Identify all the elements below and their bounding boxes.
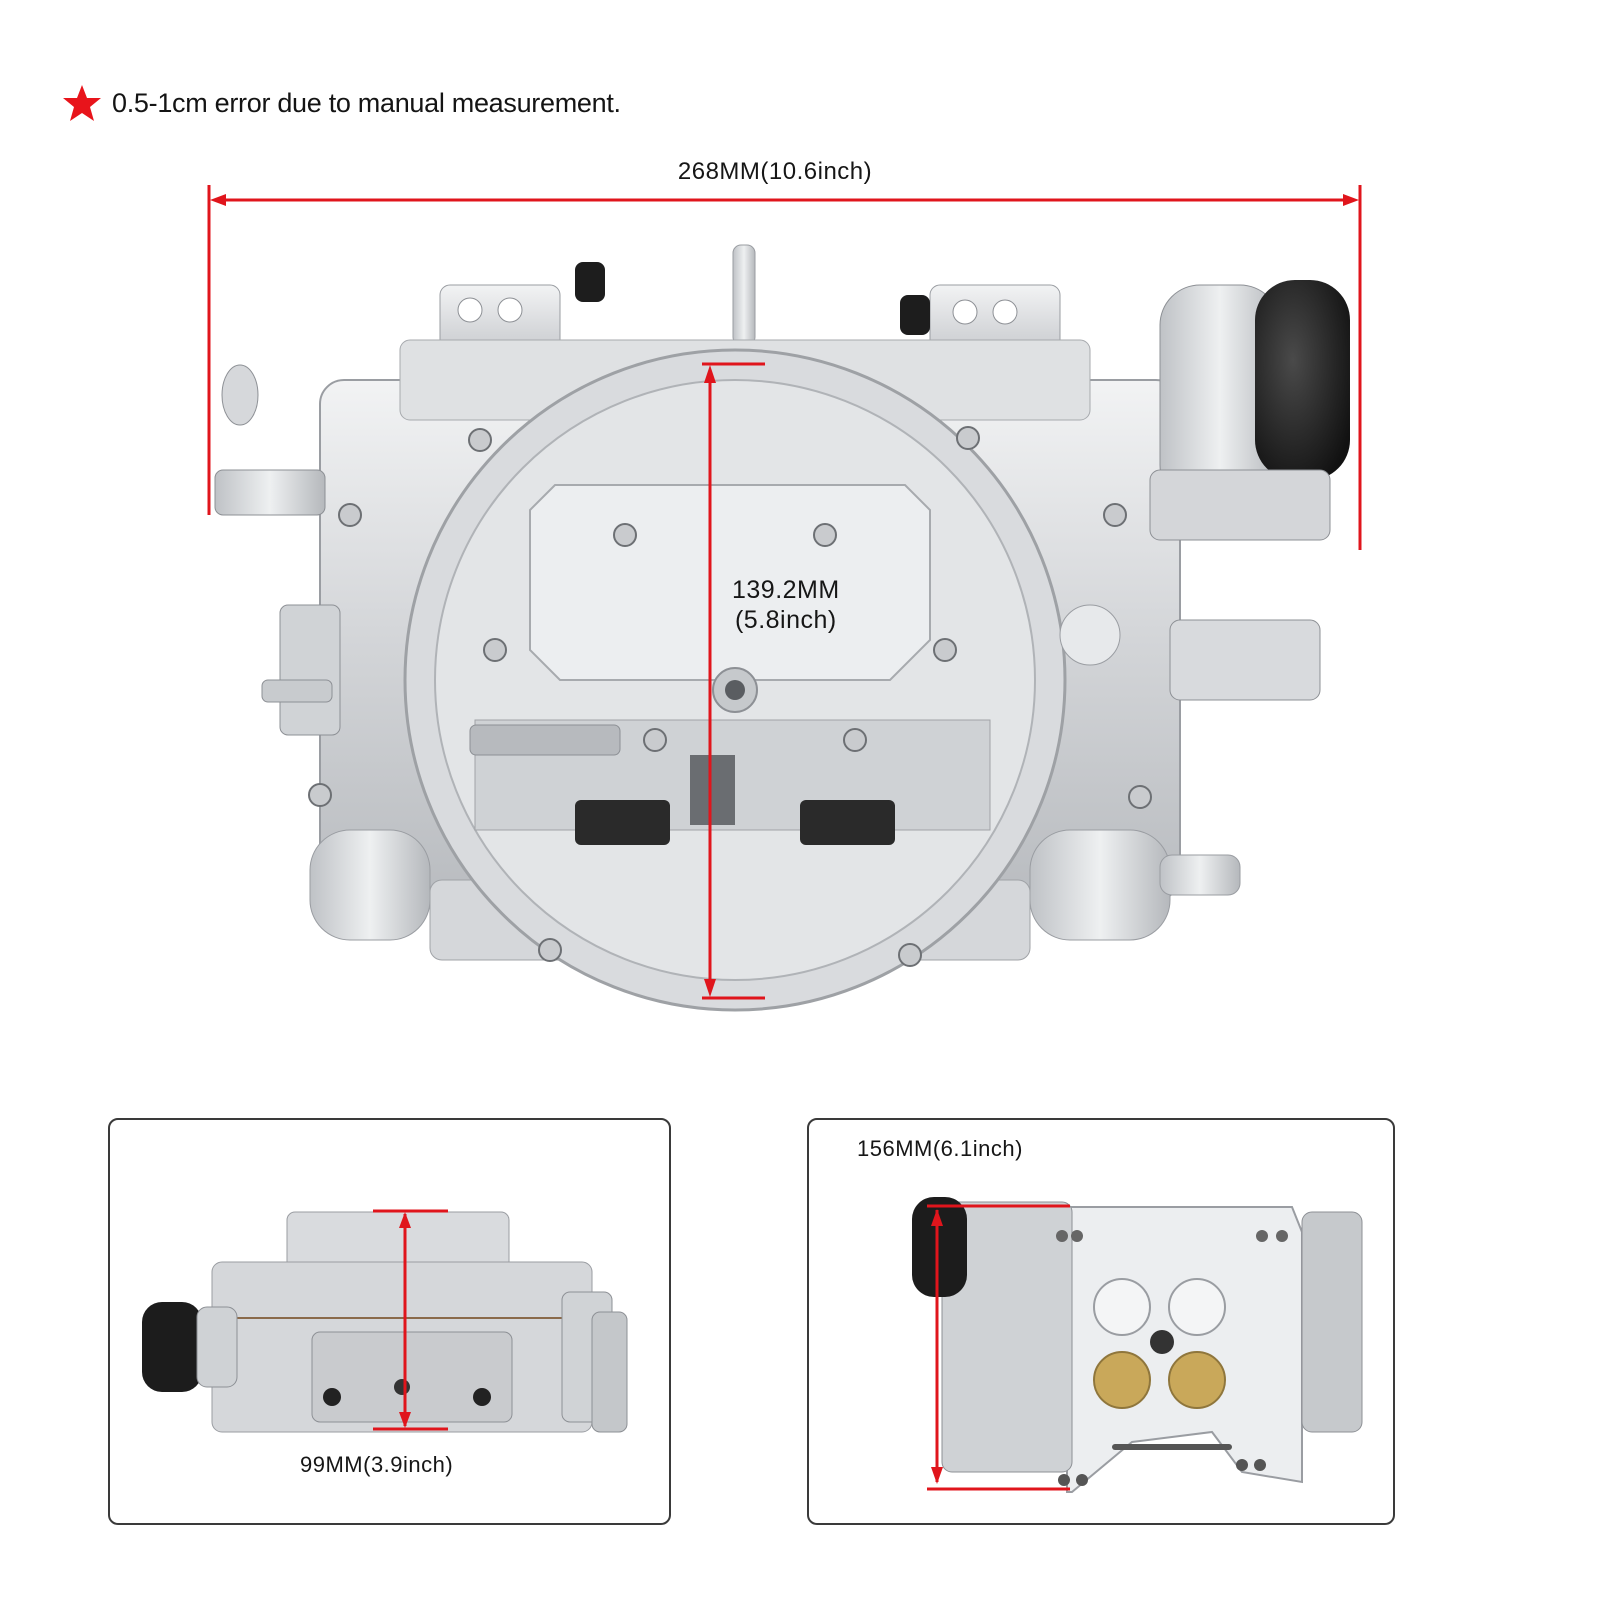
measurement-note: 0.5-1cm error due to manual measurement. xyxy=(62,80,621,126)
inset-side-height-arrow xyxy=(373,1209,448,1431)
note-text: 0.5-1cm error due to manual measurement. xyxy=(112,87,621,118)
height-mm-label: 139.2MM xyxy=(732,576,840,604)
width-dimension-arrow xyxy=(207,185,1362,550)
inset-side-view: 99MM(3.9inch) xyxy=(108,1118,671,1525)
inset-bottom-height-arrow xyxy=(927,1204,1070,1491)
carburetor-side-view-illustration xyxy=(142,1211,628,1433)
inset-bottom-height-label: 156MM(6.1inch) xyxy=(857,1136,1023,1161)
height-inch-label: (5.8inch) xyxy=(734,606,837,634)
carburetor-top-view-illustration xyxy=(214,244,1350,1012)
inset-side-height-label: 99MM(3.9inch) xyxy=(300,1452,454,1477)
height-dimension-arrow xyxy=(702,362,765,1000)
star-icon xyxy=(63,85,101,121)
main-carburetor-image xyxy=(200,230,1380,1030)
carburetor-bottom-view-illustration xyxy=(912,1197,1363,1493)
height-dimension-label: 139.2MM (5.8inch) xyxy=(732,575,840,635)
inset-bottom-view: 156MM(6.1inch) xyxy=(807,1118,1395,1525)
width-dimension-label: 268MM(10.6inch) xyxy=(677,158,873,185)
